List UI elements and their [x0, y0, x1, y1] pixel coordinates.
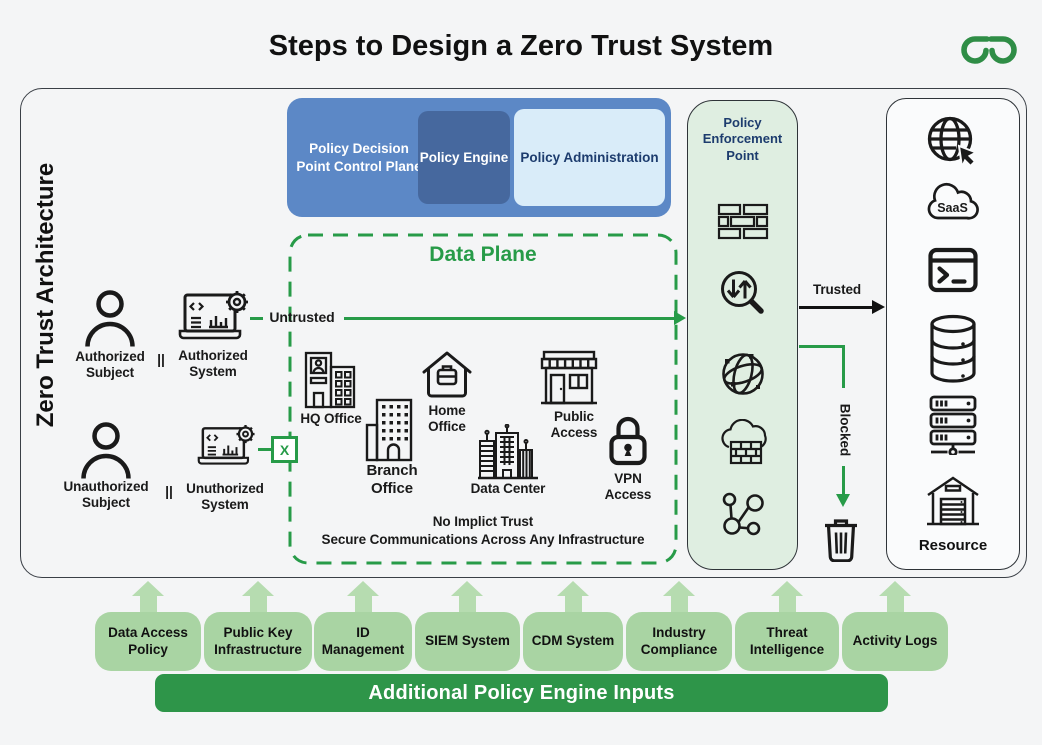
blocked-arrowhead [836, 494, 850, 507]
data-plane-note-1: No Implict Trust [432, 514, 534, 529]
input-box-activity-logs: Activity Logs [842, 612, 948, 671]
home-office-icon [422, 351, 472, 398]
trusted-arrow-line [799, 306, 873, 309]
input-arrow-5 [557, 581, 589, 613]
input-arrow-6 [663, 581, 695, 613]
input-arrow-2 [242, 581, 274, 613]
authorized-system-label: Authorized System [178, 348, 248, 380]
authorized-subject-person-icon [85, 290, 135, 347]
subject-system-divider-2: || [165, 483, 173, 499]
input-box-cdm-system: CDM System [523, 612, 623, 671]
input-box-siem-system: SIEM System [415, 612, 520, 671]
warehouse-icon [927, 476, 979, 526]
resource-column: SaaS Resource [886, 98, 1020, 570]
vpn-access-label: VPN Access [604, 471, 652, 503]
network-nodes-icon [722, 492, 764, 536]
input-arrow-1 [132, 581, 164, 613]
saas-label: SaaS [937, 201, 968, 215]
untrusted-arrow-line [344, 317, 675, 320]
unauthorized-system-laptop-icon [197, 425, 255, 465]
home-office-label: Home Office [428, 403, 466, 435]
data-center-label: Data Center [470, 481, 546, 496]
subject-system-divider: || [157, 351, 165, 367]
policy-administration-box: Policy Administration [514, 109, 665, 206]
globe-network-icon [721, 353, 764, 395]
unauthorized-subject-label: Unauthorized Subject [63, 479, 149, 511]
input-box-data-access-policy: Data Access Policy [95, 612, 201, 671]
control-plane-box: Policy Decision Point Control Plane Poli… [287, 98, 671, 217]
web-globe-cursor-icon [927, 116, 979, 171]
additional-policy-engine-inputs-bar: Additional Policy Engine Inputs [155, 674, 888, 712]
policy-engine-box: Policy Engine [418, 111, 510, 204]
policy-decision-point-label: Policy Decision Point Control Plane [296, 140, 422, 174]
resource-label: Resource [918, 537, 988, 554]
data-plane-title: Data Plane [429, 243, 537, 266]
vpn-access-lock-icon [609, 416, 647, 466]
untrusted-arrowhead [674, 311, 686, 325]
trusted-label: Trusted [812, 282, 862, 297]
untrusted-connector-line [250, 317, 263, 320]
input-box-industry-compliance: Industry Compliance [626, 612, 732, 671]
blocked-arrow-line [842, 466, 845, 495]
untrusted-label: Untrusted [269, 309, 335, 325]
database-icon [930, 314, 976, 383]
policy-enforcement-point-column: Policy Enforcement Point [687, 100, 798, 570]
authorized-system-laptop-icon [178, 291, 248, 340]
saas-cloud-icon: SaaS [927, 183, 979, 220]
blocked-line-horizontal [799, 345, 844, 348]
input-box-id-management: ID Management [314, 612, 412, 671]
input-box-threat-intelligence: Threat Intelligence [735, 612, 839, 671]
cloud-firewall-icon [720, 419, 767, 465]
blocked-entry-line [258, 448, 272, 451]
data-plane-boundary [288, 233, 678, 565]
hq-office-icon [304, 351, 356, 409]
geeksforgeeks-logo-icon [961, 36, 1017, 64]
traffic-inspection-icon [720, 271, 764, 314]
input-arrow-4 [451, 581, 483, 613]
page-title: Steps to Design a Zero Trust System [268, 30, 774, 62]
unauthorized-system-label: Unuthorized System [186, 481, 264, 513]
architecture-frame [20, 88, 1027, 578]
denied-x-marker: X [271, 436, 298, 463]
input-box-public-key-infrastructure: Public Key Infrastructure [204, 612, 312, 671]
trash-icon [825, 519, 857, 562]
input-arrow-8 [879, 581, 911, 613]
blocked-label: Blocked [837, 403, 853, 457]
server-rack-icon [929, 395, 977, 455]
trusted-arrowhead [872, 300, 885, 314]
brick-wall-icon [717, 203, 768, 240]
branch-office-icon [365, 398, 413, 462]
branch-office-label: Branch Office [366, 462, 418, 498]
blocked-line-vertical [842, 345, 845, 388]
architecture-label: Zero Trust Architecture [32, 162, 59, 428]
terminal-icon [928, 247, 978, 293]
data-plane-note-2: Secure Communications Across Any Infrast… [321, 532, 645, 547]
public-access-icon [540, 350, 598, 405]
input-arrow-7 [771, 581, 803, 613]
hq-office-label: HQ Office [300, 411, 362, 426]
authorized-subject-label: Authorized Subject [75, 349, 145, 381]
pep-label: Policy Enforcement Point [702, 115, 783, 163]
unauthorized-subject-person-icon [81, 422, 131, 479]
public-access-label: Public Access [550, 409, 598, 441]
input-arrow-3 [347, 581, 379, 613]
data-center-icon [478, 424, 538, 480]
